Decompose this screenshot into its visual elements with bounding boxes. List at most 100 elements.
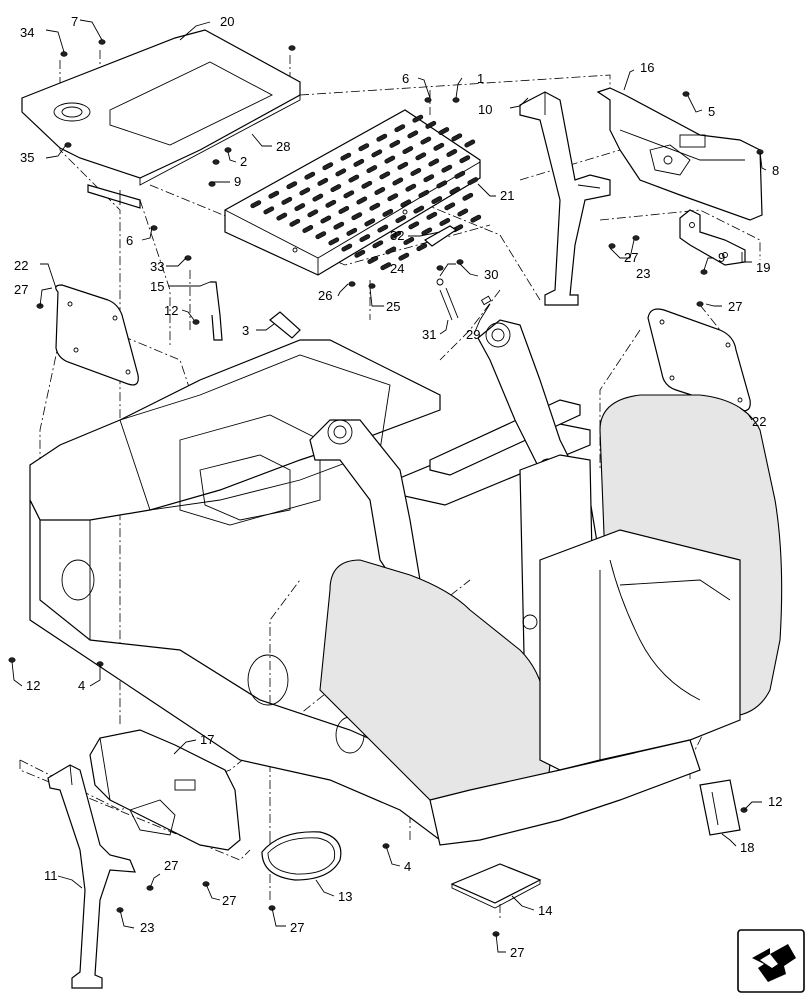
grille-slot — [307, 209, 319, 218]
callout: 1 — [477, 71, 484, 86]
grille-slot — [428, 158, 440, 167]
bolt-fastener — [424, 97, 432, 103]
grille-slot — [369, 202, 381, 211]
callout: 12 — [768, 794, 782, 809]
grille-slot — [364, 218, 376, 227]
leader-lines — [11, 19, 767, 953]
bolt-fastener — [436, 265, 444, 271]
callout: 24 — [390, 261, 404, 276]
callout: 32 — [390, 228, 404, 243]
callout: 21 — [500, 188, 514, 203]
callout: 20 — [220, 14, 234, 29]
callout: 23 — [140, 920, 154, 935]
callout: 27 — [222, 893, 236, 908]
grille-slot — [333, 221, 345, 230]
grille-slot — [372, 240, 384, 249]
grille-slot — [312, 193, 324, 202]
grille-slot — [322, 162, 334, 171]
callout: 10 — [478, 102, 492, 117]
grille-slot — [407, 130, 419, 139]
callout: 31 — [422, 327, 436, 342]
main-chassis-frame — [29, 319, 783, 846]
callout: 4 — [404, 859, 411, 874]
grille-slot — [402, 146, 414, 155]
pin-3 — [269, 311, 301, 339]
grille-slot — [346, 227, 358, 236]
bottom-plate-14 — [450, 863, 542, 909]
grille-slot — [263, 206, 275, 215]
callout: 35 — [20, 150, 34, 165]
lower-side-panel-17 — [89, 729, 241, 851]
grille-slot — [341, 243, 353, 252]
grille-slot — [436, 180, 448, 189]
grille-slot — [390, 230, 402, 239]
grille-slot — [405, 183, 417, 192]
grille-slot — [328, 237, 340, 246]
grille-slot — [385, 246, 397, 255]
grille-slot — [335, 168, 347, 177]
callout: 27 — [164, 858, 178, 873]
grille-slot — [315, 231, 327, 240]
grille-slot — [410, 168, 422, 176]
bolt-fastener — [212, 159, 220, 165]
grille-slot — [320, 215, 332, 224]
perforated-grille-21 — [224, 109, 482, 276]
grille-slot — [449, 186, 461, 195]
grille-slot — [467, 177, 479, 186]
small-plate-18 — [699, 779, 741, 836]
oval-cover-13 — [261, 831, 342, 881]
callout: 19 — [756, 260, 770, 275]
grille-slot — [415, 152, 427, 161]
grille-slot — [420, 136, 432, 145]
bolt-fastener — [192, 319, 200, 325]
grille-slot — [439, 218, 451, 226]
grille-slot — [294, 203, 306, 212]
top-cover-plate-20 — [21, 29, 301, 209]
callout: 34 — [20, 25, 34, 40]
grille-slot — [470, 214, 482, 223]
callout: 9 — [718, 250, 725, 265]
grille-slot — [286, 181, 298, 190]
grille-slot — [268, 190, 280, 199]
callout: 6 — [126, 233, 133, 248]
grille-slot — [353, 158, 365, 167]
callout: 5 — [708, 104, 715, 119]
callout: 22 — [752, 414, 766, 429]
callout: 27 — [510, 945, 524, 960]
grille-slot — [302, 225, 314, 233]
upright-bracket-10 — [519, 91, 611, 306]
bolt-fastener — [452, 97, 460, 103]
callout: 14 — [538, 903, 552, 918]
callout: 25 — [386, 299, 400, 314]
callout: 27 — [624, 250, 638, 265]
bolt-fastener — [288, 45, 296, 51]
callout: 8 — [772, 163, 779, 178]
grille-slot — [418, 189, 430, 198]
callout: 3 — [242, 323, 249, 338]
grille-slot — [338, 206, 350, 214]
small-parts — [210, 225, 492, 341]
grille-slot — [462, 192, 474, 201]
callout: 13 — [338, 889, 352, 904]
callout: 7 — [71, 14, 78, 29]
grille-slot — [403, 237, 415, 245]
grille-slot — [354, 249, 366, 258]
bolt-fastener — [456, 259, 464, 265]
bolt-fastener — [60, 51, 68, 57]
grille-slot — [330, 184, 342, 193]
grille-slot — [359, 234, 371, 243]
grille-slot — [421, 227, 433, 236]
grille-slot — [348, 174, 360, 183]
bolt-fastener — [682, 91, 690, 97]
grille-slot — [358, 143, 370, 152]
upright-bracket-11 — [47, 764, 136, 989]
callout: 2 — [240, 154, 247, 169]
arrow-navigation-icon[interactable] — [737, 929, 805, 993]
grille-slot — [374, 187, 386, 195]
access-cover-22-right — [647, 308, 751, 412]
callout: 9 — [234, 174, 241, 189]
callout: 22 — [14, 258, 28, 273]
grille-slot — [387, 193, 399, 202]
bolt-fastener — [348, 281, 356, 287]
